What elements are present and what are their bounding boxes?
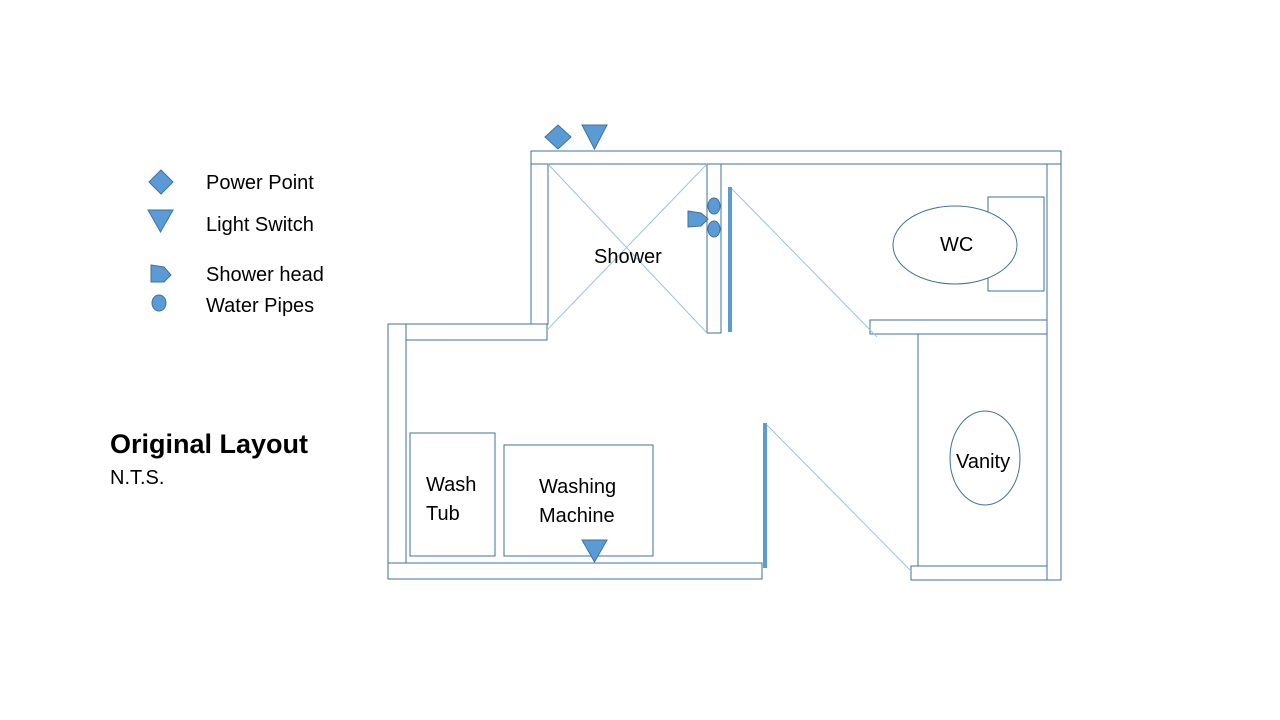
washing-machine-outline [503, 444, 654, 557]
wash-tub: Wash Tub [409, 432, 496, 557]
shower-head-icon [687, 210, 709, 228]
power-point-icon [544, 124, 572, 150]
power-point-icon [148, 169, 174, 195]
wall-wc-divider [869, 319, 1048, 335]
legend-label-water-pipes: Water Pipes [206, 295, 314, 317]
laundry-door-swing [766, 424, 912, 572]
scale-note: N.T.S. [110, 467, 164, 489]
wash-tub-label-line1: Wash [426, 474, 476, 496]
wall-laundry-top [404, 323, 548, 341]
walls [387, 150, 1062, 581]
wall-shower-left [530, 163, 549, 325]
shower-cross-line [547, 163, 708, 334]
vanity-basin [949, 410, 1021, 506]
legend-label-shower-head: Shower head [206, 264, 324, 286]
wash-tub-outline [409, 432, 496, 557]
washing-machine: Washing Machine [503, 444, 654, 557]
shower-head-icon [150, 264, 172, 283]
wc-door-swing [731, 188, 878, 338]
wall-left [387, 323, 407, 565]
water-pipe-icon [707, 197, 721, 215]
legend-label-power-point: Power Point [206, 172, 314, 194]
legend: Power Point Light Switch Shower head Wat… [147, 169, 324, 317]
light-switch-icon [581, 124, 608, 151]
shower-cross-line [547, 163, 708, 330]
water-pipe-icon [707, 220, 721, 238]
room-label-vanity: Vanity [956, 451, 1010, 473]
light-switch-icon [147, 209, 174, 234]
wall-right [1046, 163, 1062, 581]
diagram-title: Original Layout [110, 429, 308, 459]
room-label-shower: Shower [594, 246, 662, 268]
light-switch-icon [581, 539, 608, 564]
room-label-wc: WC [940, 234, 973, 256]
washing-machine-label-line1: Washing [539, 476, 616, 498]
wash-tub-label-line2: Tub [426, 503, 460, 525]
washing-machine-label-line2: Machine [539, 505, 615, 527]
doors [728, 187, 912, 572]
water-pipe-icon [151, 294, 167, 312]
legend-label-light-switch: Light Switch [206, 214, 314, 236]
wc-bowl [892, 205, 1018, 285]
vanity-fixture: Vanity [949, 410, 1021, 506]
wall-bottom-right [910, 565, 1048, 581]
shower-area: Shower [547, 163, 708, 334]
wall-shower-right [706, 163, 722, 334]
wall-top [530, 150, 1062, 165]
wc-fixture: WC [892, 196, 1045, 292]
wall-bottom-left [387, 562, 763, 580]
